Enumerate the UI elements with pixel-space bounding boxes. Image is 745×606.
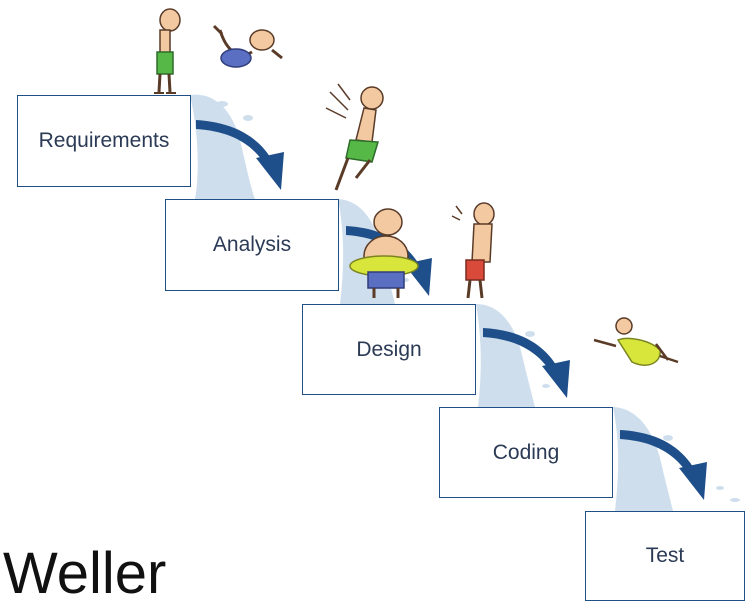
step-analysis: Analysis <box>165 199 339 291</box>
person-splash-icon <box>593 317 679 366</box>
person-diving-icon <box>212 24 283 68</box>
step-label: Analysis <box>212 233 292 256</box>
step-test: Test <box>585 511 745 601</box>
arrow-design-to-coding <box>483 328 570 398</box>
step-requirements: Requirements <box>17 95 191 187</box>
step-label: Requirements <box>38 129 170 152</box>
step-label: Coding <box>492 440 560 464</box>
arrow-requirements-to-analysis <box>196 120 284 190</box>
person-nervous-icon <box>451 202 495 299</box>
arrow-coding-to-test <box>620 430 707 500</box>
person-standing-icon <box>154 8 181 94</box>
step-label: Design <box>356 337 422 361</box>
person-falling-icon <box>325 83 384 191</box>
author-caption: Weller <box>3 541 167 606</box>
step-label: Test <box>645 544 685 567</box>
step-design: Design <box>302 304 476 395</box>
step-coding: Coding <box>439 407 613 498</box>
person-swim-ring-icon <box>349 208 419 298</box>
